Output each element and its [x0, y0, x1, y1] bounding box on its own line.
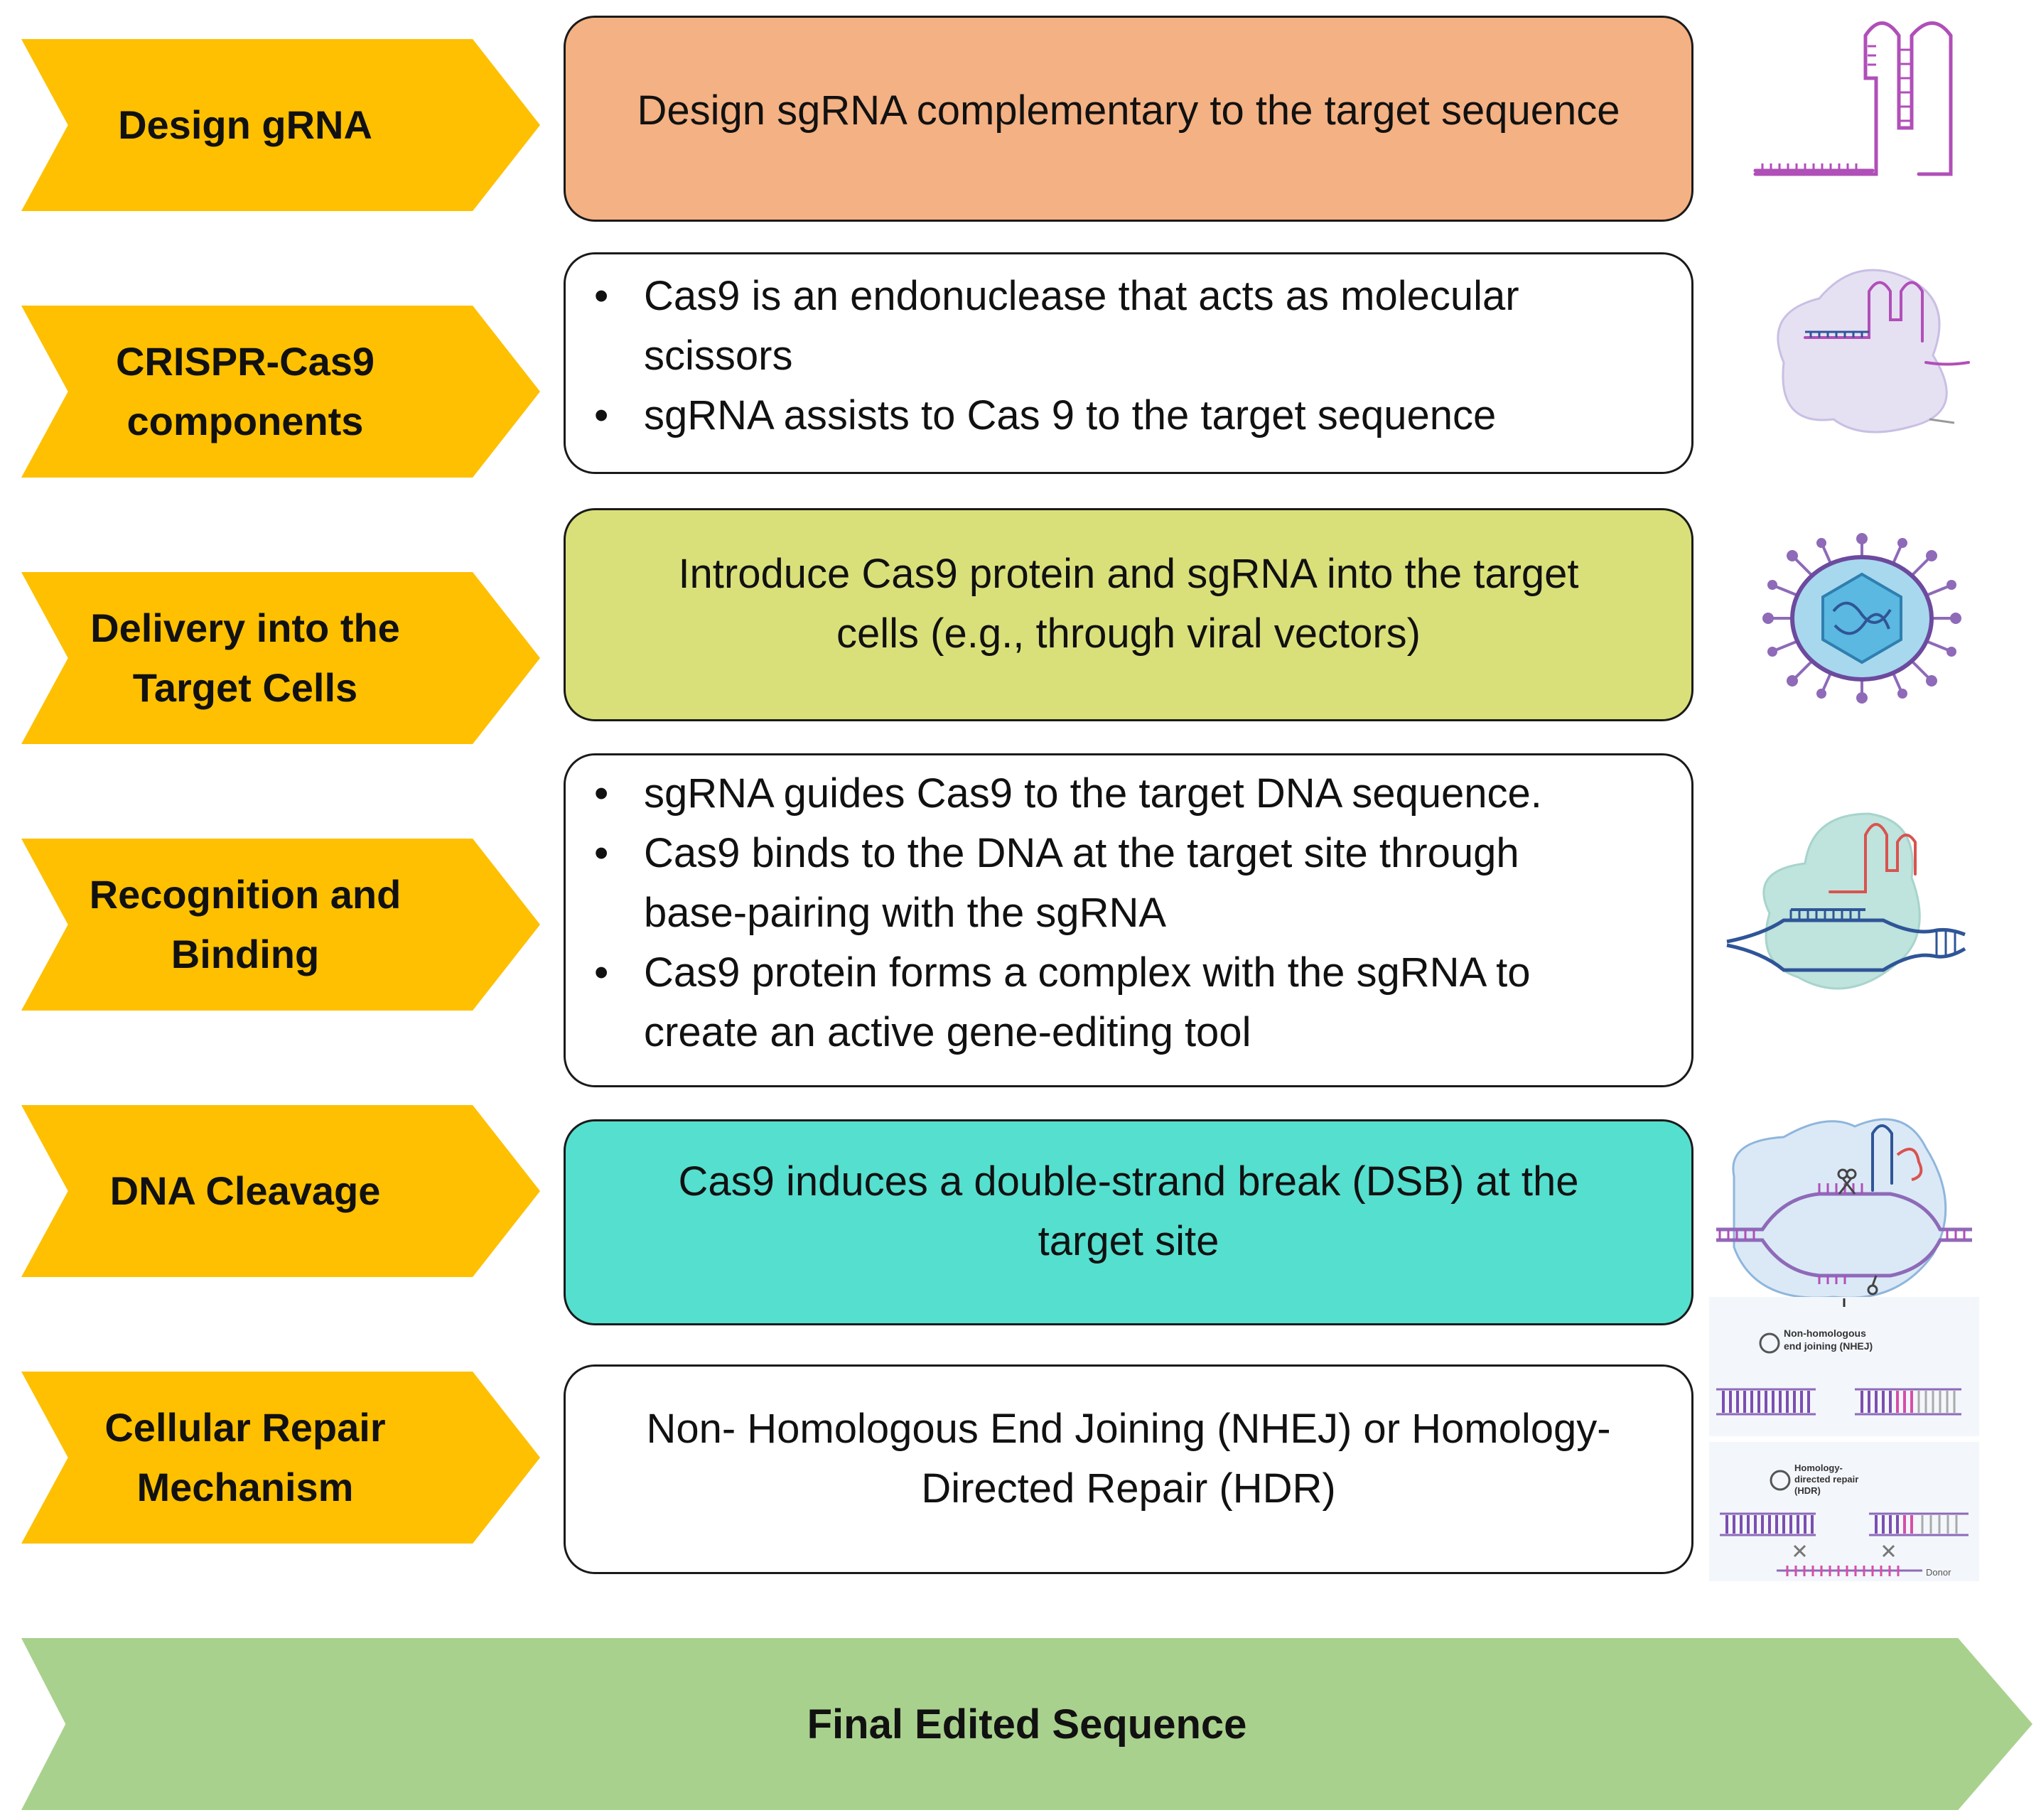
step-text-line2: Directed Repair (HDR) — [921, 1465, 1336, 1512]
bullet-item: sgRNA assists to Cas 9 to the target seq… — [594, 386, 1649, 446]
step-box-recognition: sgRNA guides Cas9 to the target DNA sequ… — [564, 753, 1693, 1087]
step-chevron-dna-cleavage: DNA Cleavage — [21, 1105, 540, 1277]
chevron-label-line1: Cellular Repair — [104, 1405, 386, 1450]
chevron-label: DNA Cleavage — [109, 1168, 381, 1213]
bullet-item: sgRNA guides Cas9 to the target DNA sequ… — [594, 764, 1649, 824]
step-chevron-delivery: Delivery into the Target Cells — [21, 572, 540, 744]
hdr-label-line3: (HDR) — [1794, 1485, 1821, 1496]
chevron-label: Design gRNA — [118, 102, 372, 147]
chevron-label-line2: Target Cells — [132, 665, 358, 710]
step-box-dna-cleavage: Cas9 induces a double-strand break (DSB)… — [564, 1119, 1693, 1325]
chevron-label-line1: Delivery into the — [90, 605, 400, 650]
hdr-label-line1: Homology- — [1794, 1463, 1843, 1473]
step-text-line2: cells (e.g., through viral vectors) — [836, 610, 1421, 657]
chevron-label-line2: components — [126, 399, 364, 443]
nhej-label-line1: Non-homologous — [1784, 1328, 1866, 1339]
repair-pathways-icon: Non-homologous end joining (NHEJ) Homolo… — [1709, 1297, 1979, 1581]
chevron-label-line1: Recognition and — [89, 872, 402, 917]
nhej-label-line2: end joining (NHEJ) — [1784, 1340, 1873, 1352]
dna-binding-icon — [1726, 812, 1966, 990]
step-text-line1: Introduce Cas9 protein and sgRNA into th… — [678, 551, 1579, 597]
chevron-label-line2: Binding — [171, 932, 320, 976]
bullet-item: Cas9 protein forms a complex with the sg… — [594, 943, 1606, 1062]
step-box-repair: Non- Homologous End Joining (NHEJ) or Ho… — [564, 1364, 1693, 1574]
step-chevron-recognition: Recognition and Binding — [21, 839, 540, 1011]
chevron-label-line2: Mechanism — [136, 1465, 354, 1509]
bullet-item: Cas9 binds to the DNA at the target site… — [594, 824, 1606, 943]
final-label: Final Edited Sequence — [807, 1701, 1247, 1748]
step-chevron-design-grna: Design gRNA — [21, 39, 540, 211]
hdr-label-line2: directed repair — [1794, 1474, 1858, 1485]
chevron-label-line1: CRISPR-Cas9 — [115, 339, 375, 384]
dna-cleavage-icon — [1716, 1118, 1972, 1304]
step-text-line1: Non- Homologous End Joining (NHEJ) or Ho… — [646, 1405, 1611, 1452]
viral-vector-icon — [1762, 533, 1961, 704]
step-chevron-crispr-components: CRISPR-Cas9 components — [21, 306, 540, 478]
bullet-item: Cas9 is an endonuclease that acts as mol… — [594, 266, 1563, 386]
step-chevron-repair: Cellular Repair Mechanism — [21, 1372, 540, 1544]
step-box-delivery: Introduce Cas9 protein and sgRNA into th… — [564, 508, 1693, 721]
final-edited-sequence-arrow: Final Edited Sequence — [21, 1638, 2032, 1810]
step-text-line2: target site — [1038, 1218, 1219, 1264]
step-text: Design sgRNA complementary to the target… — [637, 87, 1620, 134]
cas9-protein-icon — [1777, 269, 1970, 434]
step-box-design-grna: Design sgRNA complementary to the target… — [564, 16, 1693, 222]
step-box-crispr-components: Cas9 is an endonuclease that acts as mol… — [564, 252, 1693, 474]
donor-label: Donor — [1926, 1567, 1951, 1578]
step-text-line1: Cas9 induces a double-strand break (DSB)… — [678, 1158, 1579, 1205]
sgrna-hairpin-icon — [1753, 21, 1953, 176]
